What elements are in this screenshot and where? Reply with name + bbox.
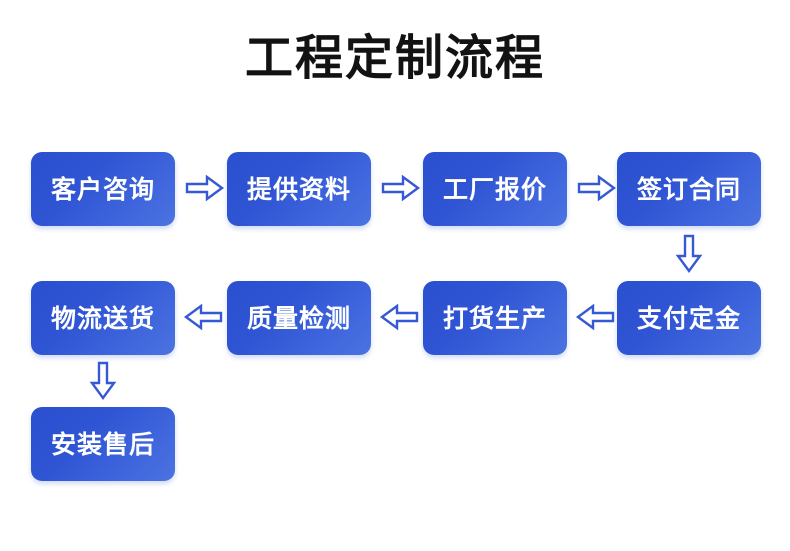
arrow-left-icon: [575, 302, 615, 332]
arrow-right-icon: [185, 173, 225, 203]
arrow-down-icon: [88, 361, 118, 401]
flow-node-label: 支付定金: [636, 303, 741, 333]
flow-node-step-3[interactable]: 工厂报价: [423, 152, 567, 226]
flow-node-label: 客户咨询: [50, 174, 155, 204]
flow-node-label: 工厂报价: [442, 174, 547, 204]
flow-node-label: 签订合同: [636, 174, 741, 204]
flow-node-label: 安装售后: [50, 429, 155, 459]
flow-node-step-8[interactable]: 物流送货: [31, 281, 175, 355]
arrow-left-icon: [183, 302, 223, 332]
arrow-down-icon: [674, 234, 704, 274]
flow-node-step-5[interactable]: 支付定金: [617, 281, 761, 355]
flow-node-step-1[interactable]: 客户咨询: [31, 152, 175, 226]
page-title: 工程定制流程: [244, 30, 545, 86]
flow-node-label: 提供资料: [246, 174, 351, 204]
flow-node-label: 打货生产: [442, 303, 547, 333]
flow-node-step-7[interactable]: 质量检测: [227, 281, 371, 355]
arrow-right-icon: [381, 173, 421, 203]
flow-node-step-2[interactable]: 提供资料: [227, 152, 371, 226]
flow-node-step-4[interactable]: 签订合同: [617, 152, 761, 226]
flow-node-step-9[interactable]: 安装售后: [31, 407, 175, 481]
flow-node-label: 质量检测: [246, 303, 351, 333]
flow-node-step-6[interactable]: 打货生产: [423, 281, 567, 355]
flow-node-label: 物流送货: [50, 303, 155, 333]
arrow-right-icon: [577, 173, 617, 203]
arrow-left-icon: [379, 302, 419, 332]
